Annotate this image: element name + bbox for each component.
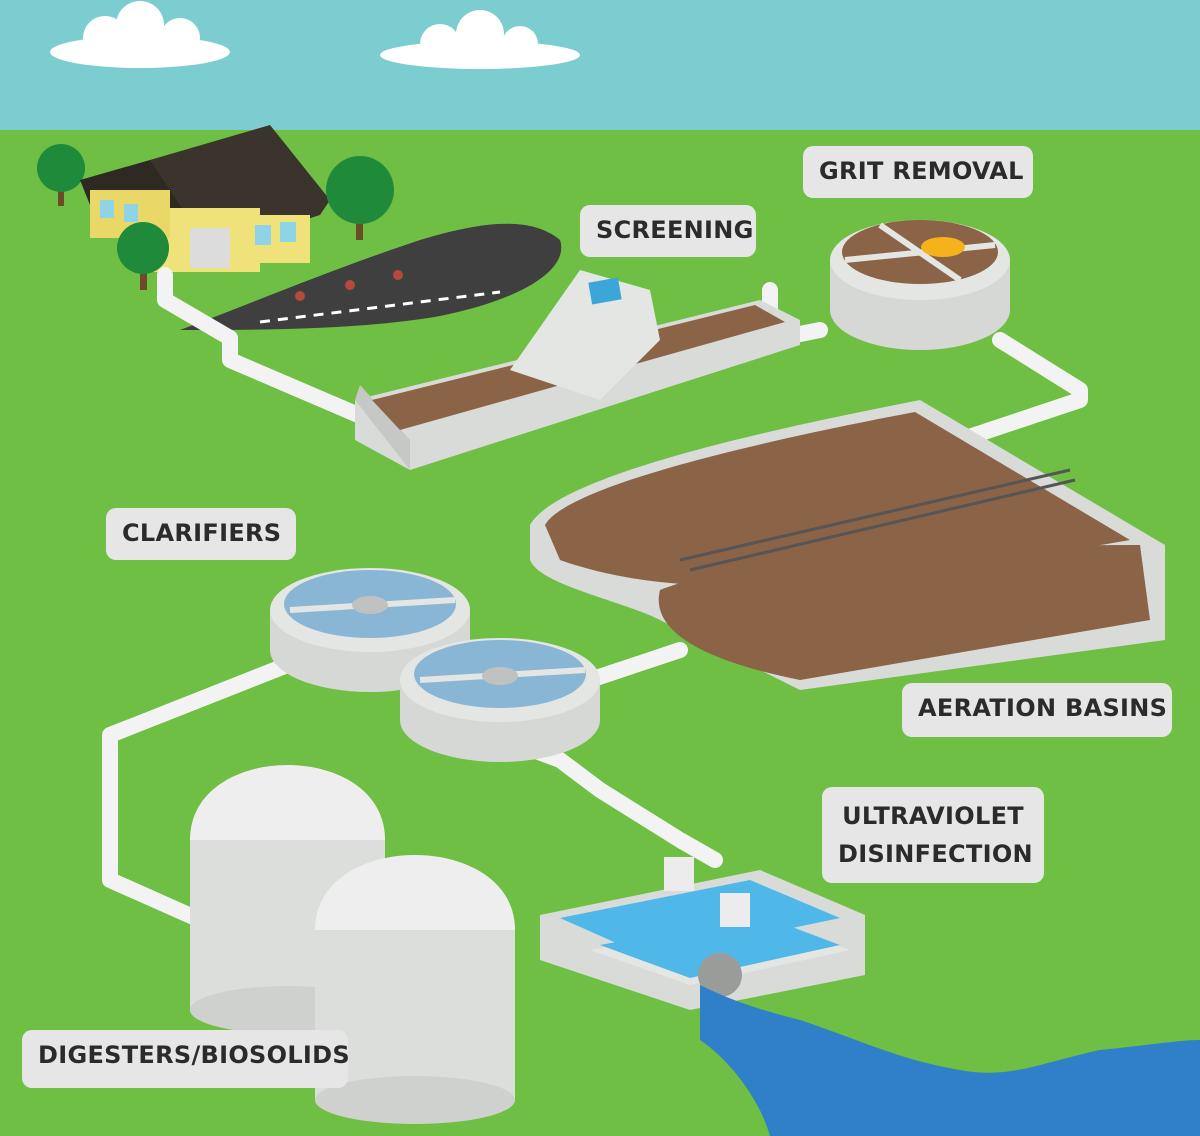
screening-label: SCREENING <box>580 205 756 257</box>
aeration-basins <box>530 400 1165 690</box>
uv-label-line2: DISINFECTION <box>838 840 1033 868</box>
clarifier-tank <box>270 568 470 692</box>
digesters-label: DIGESTERS/BIOSOLIDS <box>22 1030 350 1088</box>
grit-removal-tank <box>830 220 1010 350</box>
grit-removal-label-text: GRIT REMOVAL <box>819 157 1024 185</box>
sky <box>0 0 1200 130</box>
cloud-icon <box>50 1 230 68</box>
cloud-icon <box>380 10 580 69</box>
screening-label-text: SCREENING <box>596 216 754 244</box>
uv-label-line1: ULTRAVIOLET <box>842 802 1024 830</box>
uv-disinfection-unit <box>540 857 865 1010</box>
digester-tank <box>315 855 515 1124</box>
tree-icon <box>37 144 85 206</box>
tree-icon <box>326 156 394 240</box>
road <box>180 223 562 330</box>
uv-disinfection-label: ULTRAVIOLET DISINFECTION <box>822 787 1044 883</box>
grit-removal-label: GRIT REMOVAL <box>803 146 1033 198</box>
aeration-basins-label-text: AERATION BASINS <box>918 694 1168 722</box>
outflow-water <box>700 985 1200 1136</box>
screening-channel <box>355 270 800 470</box>
clarifier-tank <box>400 638 600 762</box>
aeration-basins-label: AERATION BASINS <box>902 683 1172 737</box>
clarifiers-label: CLARIFIERS <box>106 508 296 560</box>
tree-icon <box>117 222 169 290</box>
clarifiers-label-text: CLARIFIERS <box>122 519 282 547</box>
digesters-label-text: DIGESTERS/BIOSOLIDS <box>38 1041 350 1069</box>
